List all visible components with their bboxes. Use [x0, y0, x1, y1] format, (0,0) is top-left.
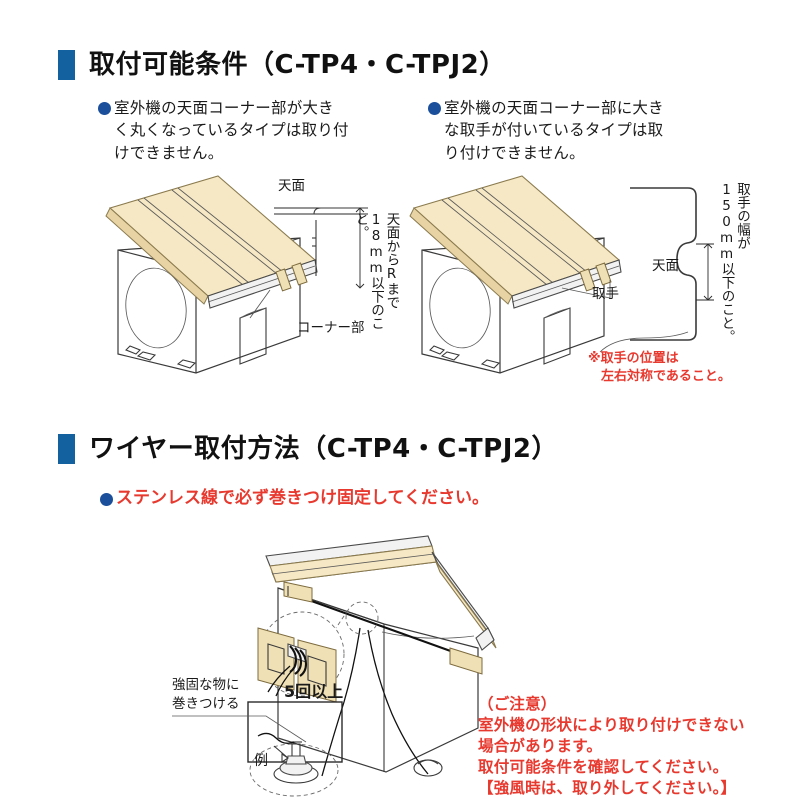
label-example: 例: [254, 753, 268, 769]
section-1-heading: 取付可能条件（C-TP4・C-TPJ2）: [58, 50, 506, 80]
label-dim-handle-width: 取手の幅が 150mm以下のこと。: [718, 182, 751, 343]
heading-marker-icon: [58, 434, 75, 464]
bullet-left-text: 室外機の天面コーナー部が大き く丸くなっているタイプは取り付 けできません。: [114, 99, 349, 162]
bullet-left: 室外機の天面コーナー部が大き く丸くなっているタイプは取り付 けできません。: [98, 97, 408, 164]
top-view-outline: [630, 187, 714, 341]
diagram-handle-unit: [409, 175, 622, 374]
label-top-surface-right: 天面: [652, 258, 679, 274]
bullet-dot-icon: [100, 493, 113, 506]
diagram-rounded-corner: [105, 175, 318, 374]
label-wrap-firm-object: 強固な物に 巻きつける: [172, 677, 240, 712]
bullet-dot-icon: [98, 102, 111, 115]
caution-note: （ご注意） 室外機の形状により取り付けできない 場合があります。 取付可能条件を…: [478, 695, 745, 797]
note-leader-line: [599, 331, 689, 353]
section-2-heading-text: ワイヤー取付方法（C-TP4・C-TPJ2）: [89, 434, 558, 464]
bullet-stainless-wire: ステンレス線で必ず巻きつけ固定してください。: [100, 486, 530, 511]
diagram-wire-installation: [247, 535, 497, 797]
label-handle: 取手: [592, 286, 619, 302]
bullet-stainless-wire-text: ステンレス線で必ず巻きつけ固定してください。: [116, 488, 489, 508]
bullet-right-text: 室外機の天面コーナー部に大き な取手が付いているタイプは取 り付けできません。: [444, 99, 664, 162]
heading-marker-icon: [58, 50, 75, 80]
label-corner-part: コーナー部: [297, 320, 365, 336]
section-2-heading: ワイヤー取付方法（C-TP4・C-TPJ2）: [58, 434, 558, 464]
label-top-surface-left: 天面: [278, 178, 305, 194]
label-dim-r: 天面からRまで 18mm以下のこと。: [352, 212, 400, 330]
corner-dimension-drawing: [274, 207, 368, 289]
bullet-dot-icon: [428, 102, 441, 115]
bullet-right: 室外機の天面コーナー部に大き な取手が付いているタイプは取 り付けできません。: [428, 97, 738, 164]
leader-line-wrap-firm: [172, 715, 307, 743]
label-five-turns: 5回以上: [284, 682, 344, 701]
section-1-heading-text: 取付可能条件（C-TP4・C-TPJ2）: [89, 50, 506, 80]
note-handle-symmetry: ※取手の位置は 左右対称であること。: [588, 351, 731, 384]
